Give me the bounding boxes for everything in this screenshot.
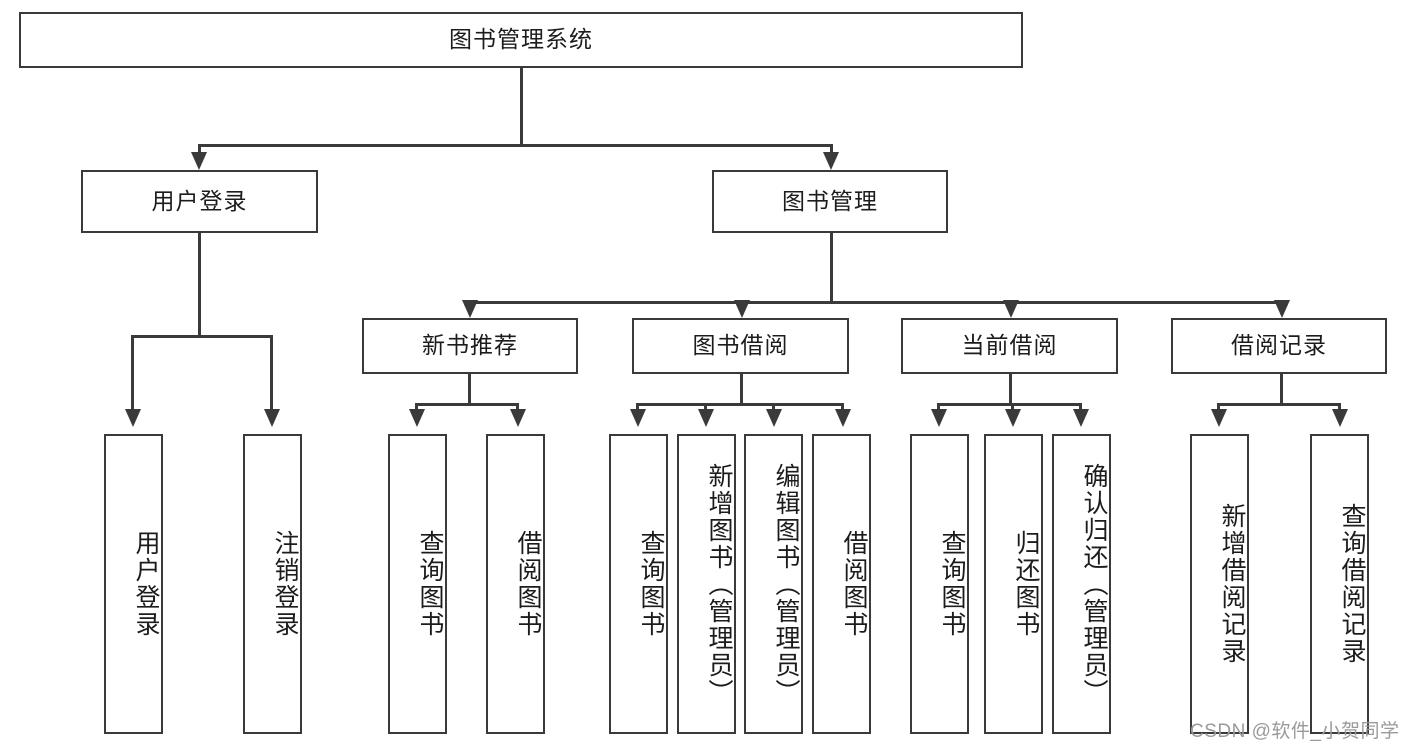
connector-user-login-left-drop bbox=[131, 335, 134, 411]
leaf-return-book[interactable]: 归还图书 bbox=[984, 434, 1043, 734]
csdn-watermark: CSDN @软件_小贺同学 bbox=[1190, 721, 1400, 742]
connector-current-borrow-stem bbox=[1009, 374, 1012, 405]
leaf-edit-book[interactable]: 编辑图书（管理员） bbox=[744, 434, 803, 734]
leaf-logout-label: 注销登录 bbox=[271, 530, 299, 638]
leaf-query-record-label: 查询借阅记录 bbox=[1338, 503, 1366, 665]
node-new-book-recommend-label: 新书推荐 bbox=[422, 332, 518, 359]
arrow-to-leaf-logout bbox=[264, 409, 280, 427]
leaf-borrow-book-1[interactable]: 借阅图书 bbox=[486, 434, 545, 734]
leaf-add-record[interactable]: 新增借阅记录 bbox=[1190, 434, 1249, 734]
arrow-to-current-borrow bbox=[1003, 300, 1019, 318]
leaf-edit-book-label: 编辑图书（管理员） bbox=[772, 462, 800, 706]
arrow-to-leaf-query-book-1 bbox=[409, 409, 425, 427]
arrow-to-leaf-query-book-2 bbox=[630, 409, 646, 427]
leaf-user-login-label: 用户登录 bbox=[132, 530, 160, 638]
connector-book-management-stem bbox=[830, 233, 833, 303]
leaf-confirm-return-label: 确认归还（管理员） bbox=[1080, 462, 1108, 706]
leaf-add-book[interactable]: 新增图书（管理员） bbox=[677, 434, 736, 734]
connector-user-login-bus bbox=[131, 335, 270, 338]
arrow-to-leaf-add-book bbox=[698, 409, 714, 427]
arrow-to-new-book-recommend bbox=[462, 300, 478, 318]
leaf-user-login[interactable]: 用户登录 bbox=[104, 434, 163, 734]
leaf-logout[interactable]: 注销登录 bbox=[243, 434, 302, 734]
leaf-add-book-label: 新增图书（管理员） bbox=[705, 462, 733, 706]
node-new-book-recommend[interactable]: 新书推荐 bbox=[362, 318, 578, 374]
connector-borrow-record-stem bbox=[1280, 374, 1283, 405]
arrow-to-borrow-record bbox=[1274, 300, 1290, 318]
connector-user-login-stem bbox=[198, 233, 201, 337]
connector-new-book-stem bbox=[468, 374, 471, 405]
leaf-query-book-1[interactable]: 查询图书 bbox=[388, 434, 447, 734]
node-book-borrow[interactable]: 图书借阅 bbox=[632, 318, 849, 374]
connector-current-borrow-bus bbox=[937, 403, 1081, 406]
node-user-login-label: 用户登录 bbox=[151, 187, 248, 214]
arrow-to-user-login bbox=[191, 152, 207, 170]
leaf-return-book-label: 归还图书 bbox=[1012, 530, 1040, 638]
arrow-to-leaf-confirm-return bbox=[1073, 409, 1089, 427]
leaf-borrow-book-1-label: 借阅图书 bbox=[514, 530, 542, 638]
node-current-borrow[interactable]: 当前借阅 bbox=[901, 318, 1118, 374]
leaf-query-book-2[interactable]: 查询图书 bbox=[609, 434, 668, 734]
leaf-confirm-return[interactable]: 确认归还（管理员） bbox=[1052, 434, 1111, 734]
leaf-query-book-1-label: 查询图书 bbox=[416, 530, 444, 638]
arrow-to-book-borrow bbox=[734, 300, 750, 318]
arrow-to-leaf-query-record bbox=[1332, 409, 1348, 427]
arrow-to-leaf-return-book bbox=[1005, 409, 1021, 427]
leaf-borrow-book-2[interactable]: 借阅图书 bbox=[812, 434, 871, 734]
node-root-label: 图书管理系统 bbox=[449, 26, 593, 53]
node-user-login[interactable]: 用户登录 bbox=[81, 170, 318, 233]
node-root[interactable]: 图书管理系统 bbox=[19, 12, 1023, 68]
node-current-borrow-label: 当前借阅 bbox=[961, 332, 1058, 359]
arrow-to-leaf-borrow-book-1 bbox=[510, 409, 526, 427]
node-borrow-record[interactable]: 借阅记录 bbox=[1171, 318, 1387, 374]
connector-book-borrow-bus bbox=[636, 403, 843, 406]
node-book-borrow-label: 图书借阅 bbox=[692, 332, 789, 359]
connector-level2-bus bbox=[468, 301, 1280, 304]
node-book-management[interactable]: 图书管理 bbox=[712, 170, 948, 233]
leaf-add-record-label: 新增借阅记录 bbox=[1218, 503, 1246, 665]
leaf-query-book-3-label: 查询图书 bbox=[938, 530, 966, 638]
leaf-query-record[interactable]: 查询借阅记录 bbox=[1310, 434, 1369, 734]
arrow-to-book-management bbox=[823, 152, 839, 170]
connector-root-bus bbox=[198, 144, 832, 147]
connector-root-stem bbox=[520, 68, 523, 146]
connector-new-book-bus bbox=[415, 403, 519, 406]
connector-user-login-right-drop bbox=[270, 335, 273, 411]
arrow-to-leaf-borrow-book-2 bbox=[835, 409, 851, 427]
arrow-to-leaf-add-record bbox=[1211, 409, 1227, 427]
connector-book-borrow-stem bbox=[740, 374, 743, 405]
node-borrow-record-label: 借阅记录 bbox=[1231, 332, 1327, 359]
arrow-to-leaf-edit-book bbox=[766, 409, 782, 427]
leaf-query-book-3[interactable]: 查询图书 bbox=[910, 434, 969, 734]
arrow-to-leaf-query-book-3 bbox=[931, 409, 947, 427]
leaf-query-book-2-label: 查询图书 bbox=[637, 530, 665, 638]
leaf-borrow-book-2-label: 借阅图书 bbox=[840, 530, 868, 638]
connector-borrow-record-bus bbox=[1217, 403, 1341, 406]
arrow-to-leaf-user-login bbox=[125, 409, 141, 427]
node-book-management-label: 图书管理 bbox=[782, 187, 878, 214]
